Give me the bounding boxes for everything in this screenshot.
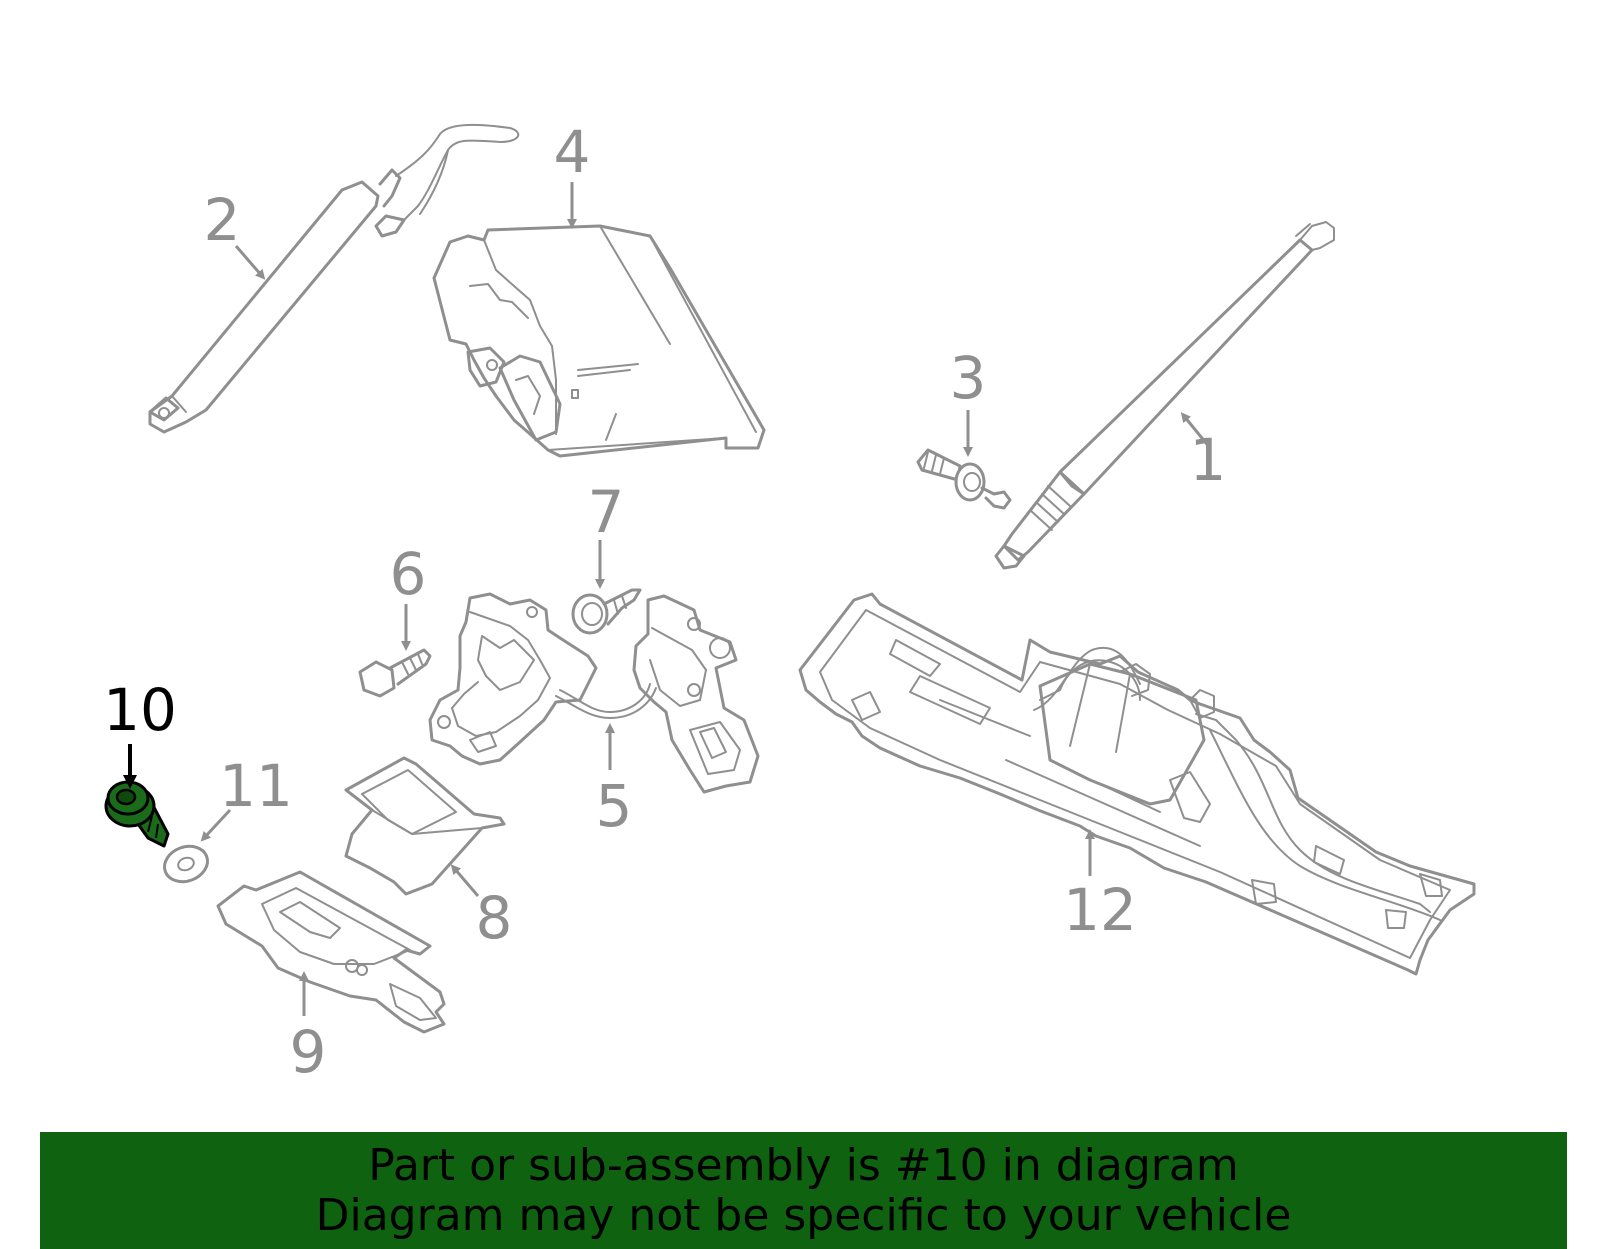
part-7-screw bbox=[571, 588, 642, 635]
part-5-latch-assembly bbox=[428, 592, 760, 794]
callout-9: 9 bbox=[290, 971, 327, 1086]
callout-7: 7 bbox=[588, 478, 625, 589]
part-8-cover bbox=[344, 756, 506, 896]
part-9-handle-trim bbox=[216, 870, 446, 1034]
part-2-lift-strut bbox=[148, 123, 520, 434]
part-3-ball-stud bbox=[916, 448, 1012, 510]
callout-4: 4 bbox=[554, 118, 591, 229]
callout-7-label: 7 bbox=[588, 478, 625, 546]
callout-6-label: 6 bbox=[390, 540, 427, 608]
callout-11: 11 bbox=[200, 752, 293, 842]
callout-12-label: 12 bbox=[1063, 876, 1137, 944]
callout-2-label: 2 bbox=[204, 186, 241, 254]
part-11-washer bbox=[163, 844, 209, 884]
banner-line-2: Diagram may not be specific to your vehi… bbox=[315, 1189, 1292, 1241]
callout-1: 1 bbox=[1180, 412, 1227, 494]
callout-8: 8 bbox=[450, 864, 513, 952]
callout-8-label: 8 bbox=[476, 884, 513, 952]
part-12-trim-panel bbox=[798, 592, 1476, 976]
callout-1-label: 1 bbox=[1190, 426, 1227, 494]
callout-2: 2 bbox=[204, 186, 266, 280]
callout-12: 12 bbox=[1063, 829, 1137, 944]
part-4-control-module bbox=[432, 224, 766, 458]
callout-9-label: 9 bbox=[290, 1018, 327, 1086]
part-6-bolt bbox=[358, 648, 432, 698]
banner-line-1: Part or sub-assembly is #10 in diagram bbox=[368, 1139, 1239, 1191]
callout-4-label: 4 bbox=[554, 118, 591, 186]
callout-5: 5 bbox=[596, 723, 633, 840]
callout-5-label: 5 bbox=[596, 772, 633, 840]
callout-10-label: 10 bbox=[103, 676, 177, 744]
part-1-lift-strut bbox=[994, 221, 1335, 570]
callout-11-label: 11 bbox=[219, 752, 293, 820]
info-banner: Part or sub-assembly is #10 in diagram D… bbox=[40, 1132, 1567, 1249]
callout-10-highlighted: 10 bbox=[103, 676, 177, 789]
callout-3: 3 bbox=[950, 344, 987, 457]
callout-6: 6 bbox=[390, 540, 427, 651]
callout-3-label: 3 bbox=[950, 344, 987, 412]
part-10-screw-highlighted bbox=[104, 780, 170, 848]
